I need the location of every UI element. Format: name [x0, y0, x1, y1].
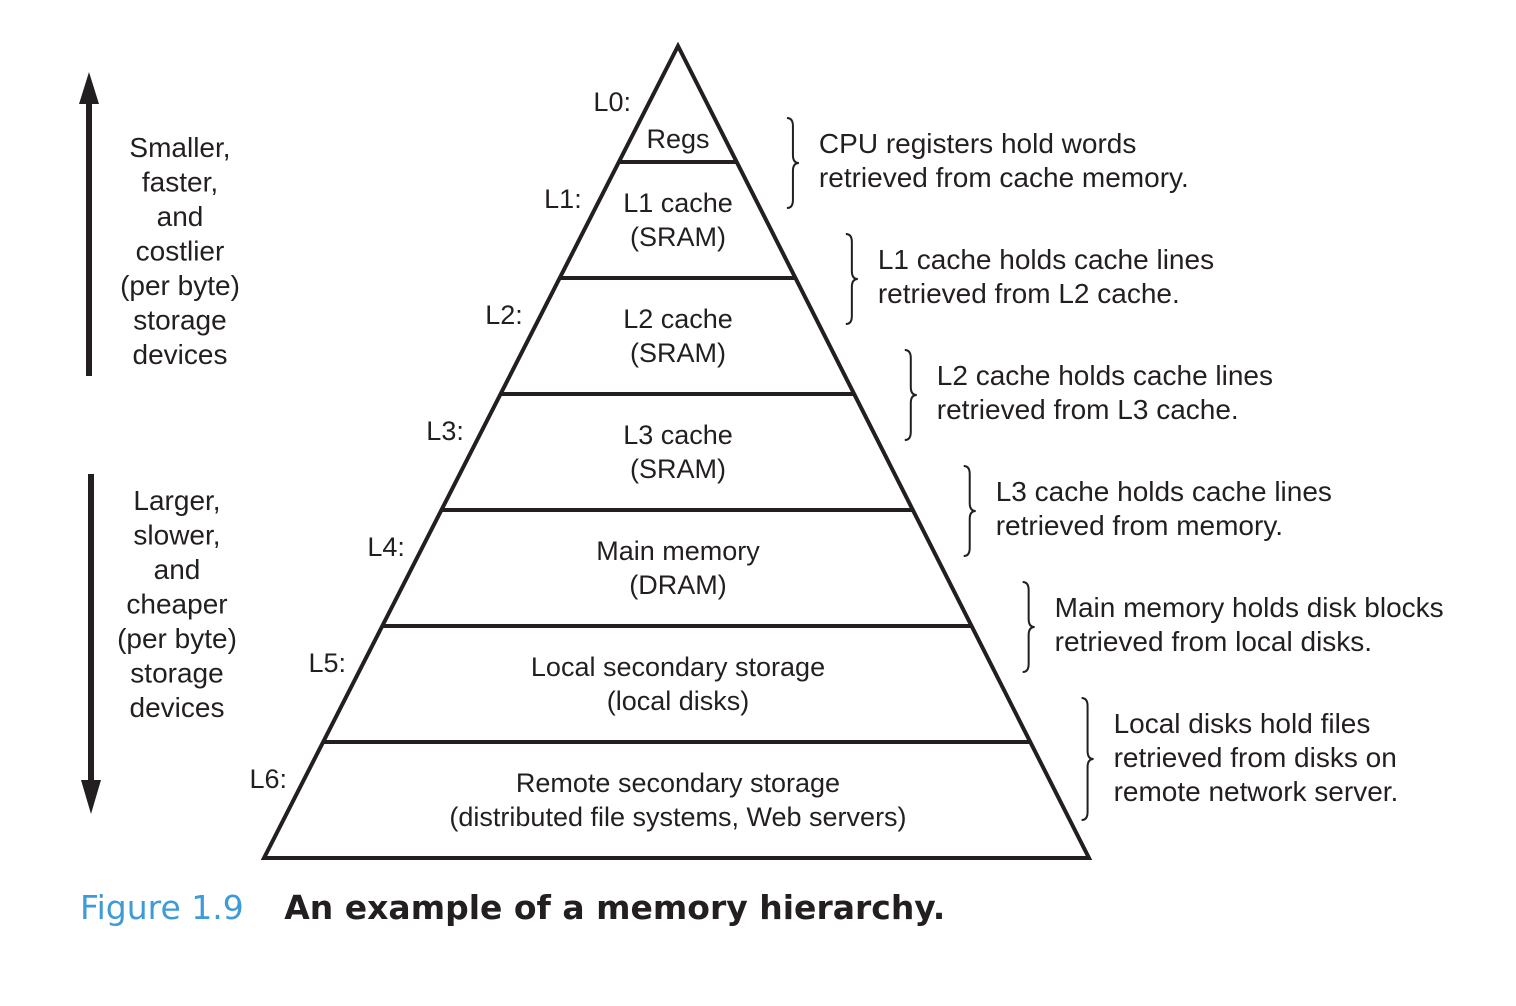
level-note: retrieved from memory.	[996, 510, 1283, 541]
level-note: retrieved from L2 cache.	[878, 278, 1180, 309]
figure-caption: Figure 1.9 An example of a memory hierar…	[80, 888, 945, 927]
figure-label: Figure 1.9	[80, 888, 244, 927]
side-text-line: and	[157, 201, 204, 232]
level-text: L2 cache	[623, 304, 733, 334]
level-label: L2:	[485, 300, 523, 330]
level-text: L3 cache	[623, 420, 733, 450]
pyramid-dividers	[324, 160, 1032, 744]
level-text: (SRAM)	[630, 454, 726, 484]
level-label: L4:	[367, 532, 405, 562]
level-text: Local secondary storage	[531, 652, 825, 682]
level-note: CPU registers hold words	[819, 128, 1136, 159]
level-text: (DRAM)	[629, 570, 726, 600]
level-label: L1:	[544, 184, 582, 214]
brace-icon	[845, 233, 858, 325]
side-text-larger-slower: Larger, slower,and cheaper(per byte) storag…	[117, 485, 237, 723]
level-note: L1 cache holds cache lines	[878, 244, 1214, 275]
level-text: Remote secondary storage	[516, 768, 840, 798]
side-text-line: storage	[130, 658, 223, 689]
side-text-line: and	[154, 554, 201, 585]
level-text: L1 cache	[623, 188, 733, 218]
side-text-line: (per byte)	[120, 270, 240, 301]
side-text-line: faster,	[142, 167, 218, 198]
level-label: L3:	[426, 416, 464, 446]
side-text-smaller-faster: Smaller, faster,and costlier(per byte) stor…	[120, 132, 240, 370]
level-text: Regs	[646, 124, 709, 154]
side-text-line: storage	[133, 305, 226, 336]
figure-title: An example of a memory hierarchy.	[284, 888, 946, 927]
level-text: (SRAM)	[630, 222, 726, 252]
level-note: retrieved from disks on	[1114, 742, 1397, 773]
level-text: (local disks)	[607, 686, 750, 716]
level-text: (distributed file systems, Web servers)	[449, 802, 906, 832]
level-text: Main memory	[596, 536, 760, 566]
brace-icon	[786, 117, 800, 209]
side-text-line: (per byte)	[117, 623, 237, 654]
level-label: L6:	[250, 764, 288, 794]
level-label: L5:	[308, 648, 346, 678]
level-note: retrieved from L3 cache.	[937, 394, 1239, 425]
level-label: L0:	[593, 87, 631, 117]
level-note: retrieved from cache memory.	[819, 162, 1189, 193]
side-text-line: cheaper	[126, 589, 227, 620]
brace-icon	[963, 465, 976, 557]
down-arrow-icon	[81, 780, 101, 814]
level-note: L2 cache holds cache lines	[937, 360, 1273, 391]
brace-icon	[1081, 697, 1094, 821]
brace-icon	[904, 349, 917, 441]
side-text-line: slower,	[133, 520, 220, 551]
pyramid-outline	[260, 41, 1093, 860]
side-text-line: devices	[133, 339, 228, 370]
side-text-line: devices	[130, 692, 225, 723]
level-note: remote network server.	[1114, 776, 1399, 807]
level-text: (SRAM)	[630, 338, 726, 368]
level-note: retrieved from local disks.	[1055, 626, 1372, 657]
side-text-line: Larger,	[133, 485, 220, 516]
level-note: Main memory holds disk blocks	[1055, 592, 1444, 623]
side-text-line: costlier	[136, 236, 225, 267]
pyramid-levels: Regs L0: L1 cache (SRAM) L1: L2 cache (SRAM) L2…	[250, 87, 907, 832]
level-note: Local disks hold files	[1114, 708, 1371, 739]
brace-icon	[1022, 581, 1035, 673]
side-text-line: Smaller,	[129, 132, 230, 163]
up-arrow-icon	[79, 72, 99, 104]
level-note: L3 cache holds cache lines	[996, 476, 1332, 507]
